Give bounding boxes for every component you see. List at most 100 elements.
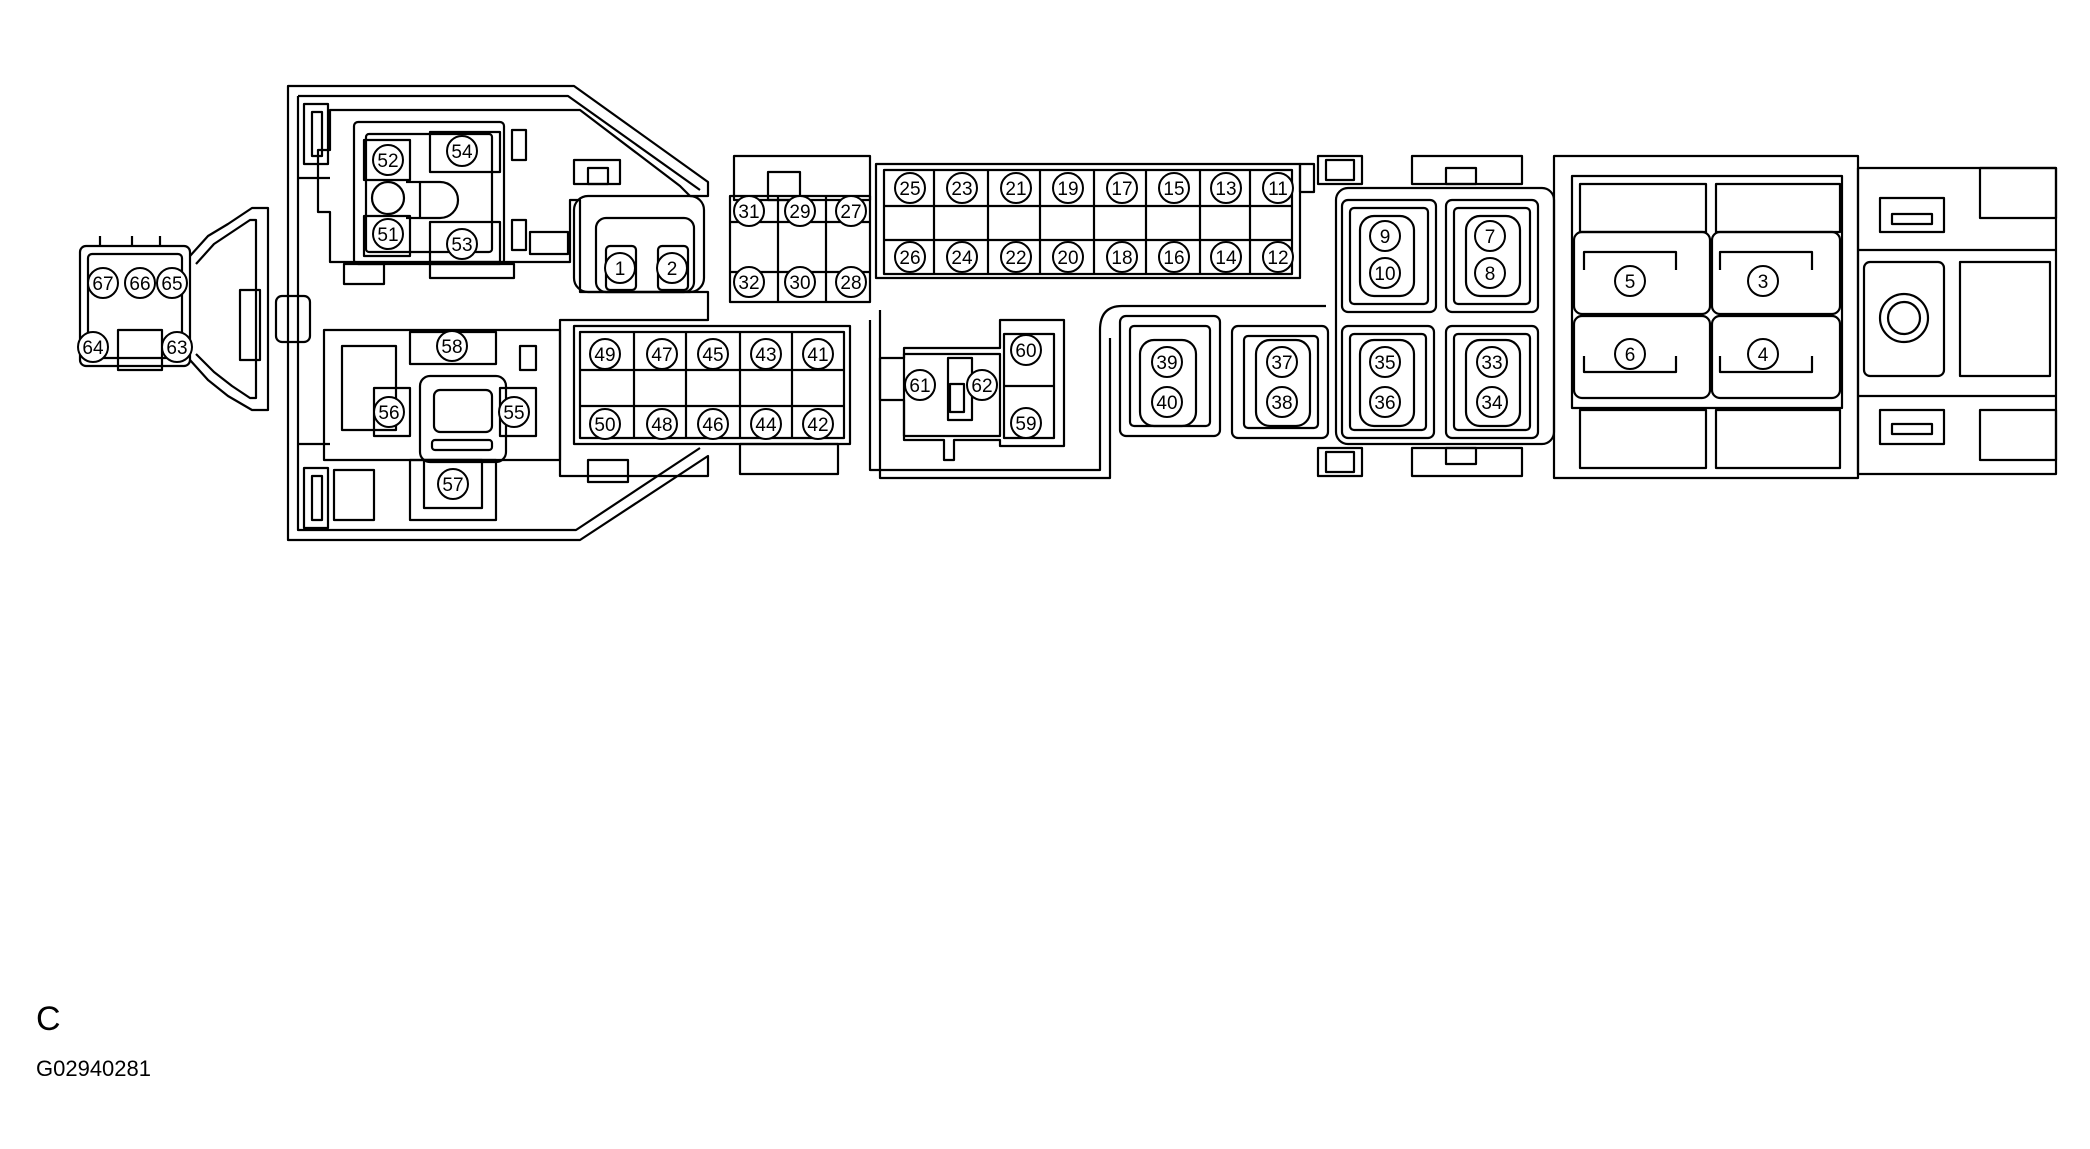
terminal-49: 49 (589, 338, 621, 370)
terminal-16: 16 (1158, 241, 1190, 273)
terminal-number: 30 (789, 273, 810, 294)
terminal-number: 29 (789, 202, 810, 223)
terminal-58: 58 (436, 330, 468, 362)
terminal-number: 48 (651, 415, 672, 436)
terminal-circle (966, 369, 998, 401)
terminal-10: 10 (1369, 257, 1401, 289)
terminal-54: 54 (446, 135, 478, 167)
terminal-number: 63 (166, 338, 187, 359)
terminal-31: 31 (733, 195, 765, 227)
terminal-64: 64 (77, 331, 109, 363)
terminal-7: 7 (1474, 220, 1506, 252)
terminal-number: 52 (377, 151, 398, 172)
terminal-circle (1476, 386, 1508, 418)
terminal-circle (156, 267, 188, 299)
terminal-number: 24 (951, 248, 973, 269)
terminal-number: 39 (1156, 353, 1177, 374)
terminal-number: 49 (594, 345, 615, 366)
terminal-number: 66 (129, 274, 150, 295)
terminal-circle (733, 195, 765, 227)
terminal-32: 32 (733, 266, 765, 298)
terminal-number: 16 (1163, 248, 1184, 269)
terminal-circle (1266, 386, 1298, 418)
terminal-circle (161, 331, 193, 363)
terminal-number: 25 (899, 179, 920, 200)
terminal-number: 62 (971, 376, 992, 397)
terminal-50: 50 (589, 408, 621, 440)
terminal-number: 56 (378, 403, 399, 424)
terminal-52: 52 (372, 144, 404, 176)
terminal-61: 61 (904, 369, 936, 401)
terminal-number: 10 (1374, 264, 1395, 285)
terminal-56: 56 (373, 396, 405, 428)
terminal-59: 59 (1010, 407, 1042, 439)
terminal-circle (1000, 241, 1032, 273)
terminal-18: 18 (1106, 241, 1138, 273)
terminal-25: 25 (894, 172, 926, 204)
terminal-1: 1 (604, 252, 636, 284)
terminal-circle (733, 266, 765, 298)
terminal-66: 66 (124, 267, 156, 299)
terminal-48: 48 (646, 408, 678, 440)
terminal-number: 47 (651, 345, 672, 366)
terminal-number: 2 (667, 259, 678, 280)
terminal-40: 40 (1151, 386, 1183, 418)
terminal-41: 41 (802, 338, 834, 370)
terminal-19: 19 (1052, 172, 1084, 204)
terminal-53: 53 (446, 228, 478, 260)
terminal-28: 28 (835, 266, 867, 298)
terminal-circle (946, 172, 978, 204)
terminal-circle (894, 172, 926, 204)
terminal-14: 14 (1210, 241, 1242, 273)
terminal-number: 54 (451, 142, 473, 163)
terminal-circle (904, 369, 936, 401)
terminal-57: 57 (437, 468, 469, 500)
terminal-number: 36 (1374, 393, 1395, 414)
terminal-22: 22 (1000, 241, 1032, 273)
terminal-circle (656, 252, 688, 284)
terminal-30: 30 (784, 266, 816, 298)
terminal-circle (1052, 172, 1084, 204)
terminal-12: 12 (1262, 241, 1294, 273)
terminal-number: 34 (1481, 393, 1503, 414)
terminal-number: 41 (807, 345, 828, 366)
terminal-2: 2 (656, 252, 688, 284)
terminal-circle (1266, 346, 1298, 378)
terminal-36: 36 (1369, 386, 1401, 418)
terminal-circle (372, 218, 404, 250)
terminal-number: 43 (755, 345, 776, 366)
terminal-4: 4 (1747, 338, 1779, 370)
terminal-circle (802, 338, 834, 370)
terminal-55: 55 (498, 396, 530, 428)
terminal-circle (1158, 172, 1190, 204)
terminal-number: 51 (377, 225, 398, 246)
terminal-20: 20 (1052, 241, 1084, 273)
terminal-circle (446, 228, 478, 260)
terminal-24: 24 (946, 241, 978, 273)
terminal-circle (835, 266, 867, 298)
terminal-number: 31 (738, 202, 759, 223)
terminal-44: 44 (750, 408, 782, 440)
terminal-number: 17 (1111, 179, 1132, 200)
terminal-number: 44 (755, 415, 777, 436)
terminal-circle (1369, 257, 1401, 289)
terminal-circle (1369, 220, 1401, 252)
terminal-42: 42 (802, 408, 834, 440)
terminal-number: 7 (1485, 227, 1496, 248)
view-letter: C (36, 1000, 61, 1038)
terminal-62: 62 (966, 369, 998, 401)
terminal-46: 46 (697, 408, 729, 440)
terminal-number: 13 (1215, 179, 1236, 200)
terminal-60: 60 (1010, 334, 1042, 366)
terminal-circle (446, 135, 478, 167)
terminal-circle (1052, 241, 1084, 273)
terminal-circle (1210, 241, 1242, 273)
terminal-number: 35 (1374, 353, 1395, 374)
terminal-number: 9 (1380, 227, 1391, 248)
terminal-number: 11 (1268, 179, 1288, 200)
terminal-number: 61 (909, 376, 930, 397)
terminal-circle (372, 144, 404, 176)
terminal-circle (802, 408, 834, 440)
terminal-circle (894, 241, 926, 273)
